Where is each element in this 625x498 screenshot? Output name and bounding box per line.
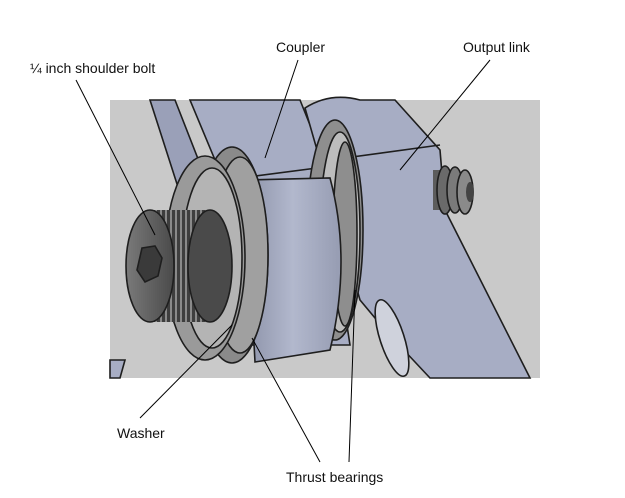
lower-link-edge xyxy=(109,359,127,379)
output-link-slot xyxy=(374,298,410,378)
label-shoulder-bolt: ¼ inch shoulder bolt xyxy=(30,60,155,76)
hub-cylinder xyxy=(244,177,342,363)
shoulder-bolt-head xyxy=(125,209,233,323)
threaded-stud xyxy=(433,165,474,215)
label-output-link: Output link xyxy=(463,39,531,55)
hex-socket xyxy=(136,245,163,284)
label-thrust-bearings: Thrust bearings xyxy=(286,469,383,485)
leader-output-link xyxy=(399,59,491,171)
leader-coupler xyxy=(264,59,299,159)
output-link xyxy=(304,96,532,379)
leader-thrust-right xyxy=(348,289,356,463)
leader-thrust-left xyxy=(251,337,321,463)
leader-shoulder-bolt xyxy=(75,79,156,236)
label-washer: Washer xyxy=(117,425,165,441)
leader-washer xyxy=(139,324,233,419)
label-coupler: Coupler xyxy=(276,39,325,55)
